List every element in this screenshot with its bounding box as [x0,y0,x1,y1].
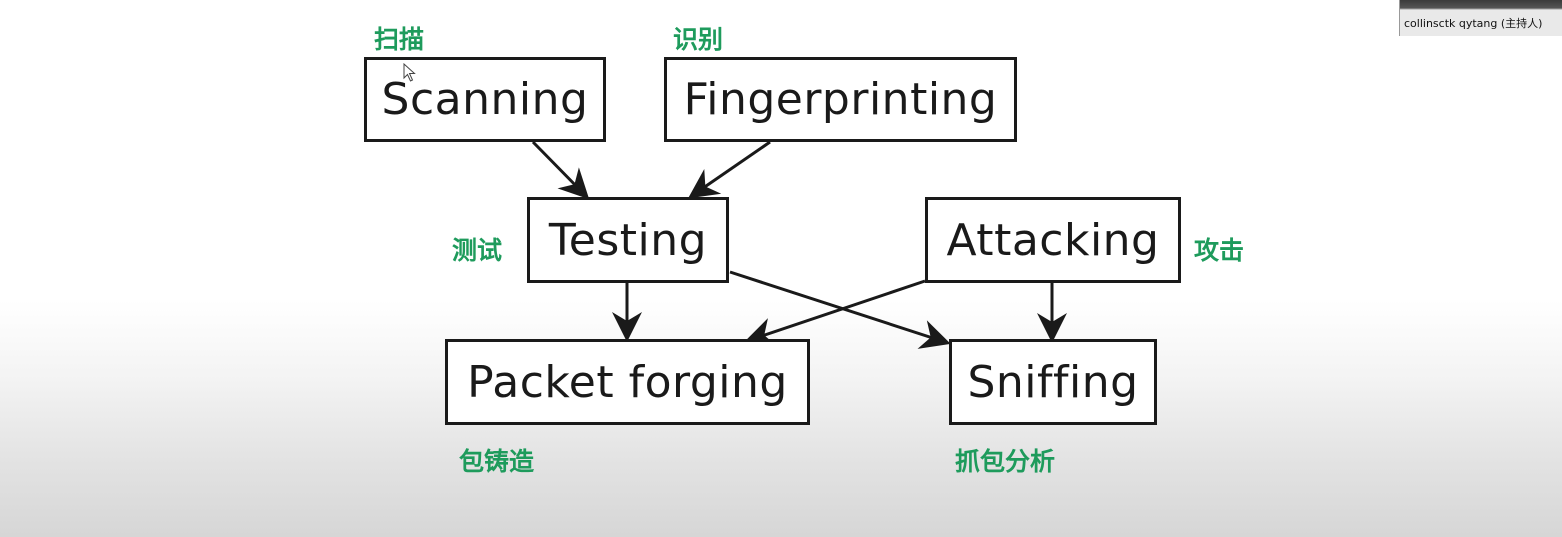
annotation-scanning: 扫描 [374,25,425,54]
node-scanning: Scanning [364,57,606,142]
annotation-sniffing: 抓包分析 [955,447,1056,476]
node-testing: Testing [527,197,729,283]
participant-name-label: collinsctk qytang (主持人) [1404,17,1543,30]
edge-attacking-packet-forging [744,279,926,347]
annotation-testing: 测试 [452,236,503,265]
mouse-cursor-icon [403,63,416,82]
annotation-attacking: 攻击 [1194,236,1245,265]
annotation-fingerprinting: 识别 [673,25,724,54]
node-fingerprinting: Fingerprinting [664,57,1017,142]
node-attacking: Attacking [925,197,1181,283]
participant-video-tile[interactable]: collinsctk qytang (主持人) [1399,0,1562,36]
node-packet-forging: Packet forging [445,339,810,425]
edge-scanning-testing [531,140,590,200]
edge-fingerprinting-testing [688,140,771,199]
node-sniffing: Sniffing [949,339,1157,425]
annotation-packet-forging: 包铸造 [459,447,535,476]
edge-testing-sniffing [729,270,951,349]
